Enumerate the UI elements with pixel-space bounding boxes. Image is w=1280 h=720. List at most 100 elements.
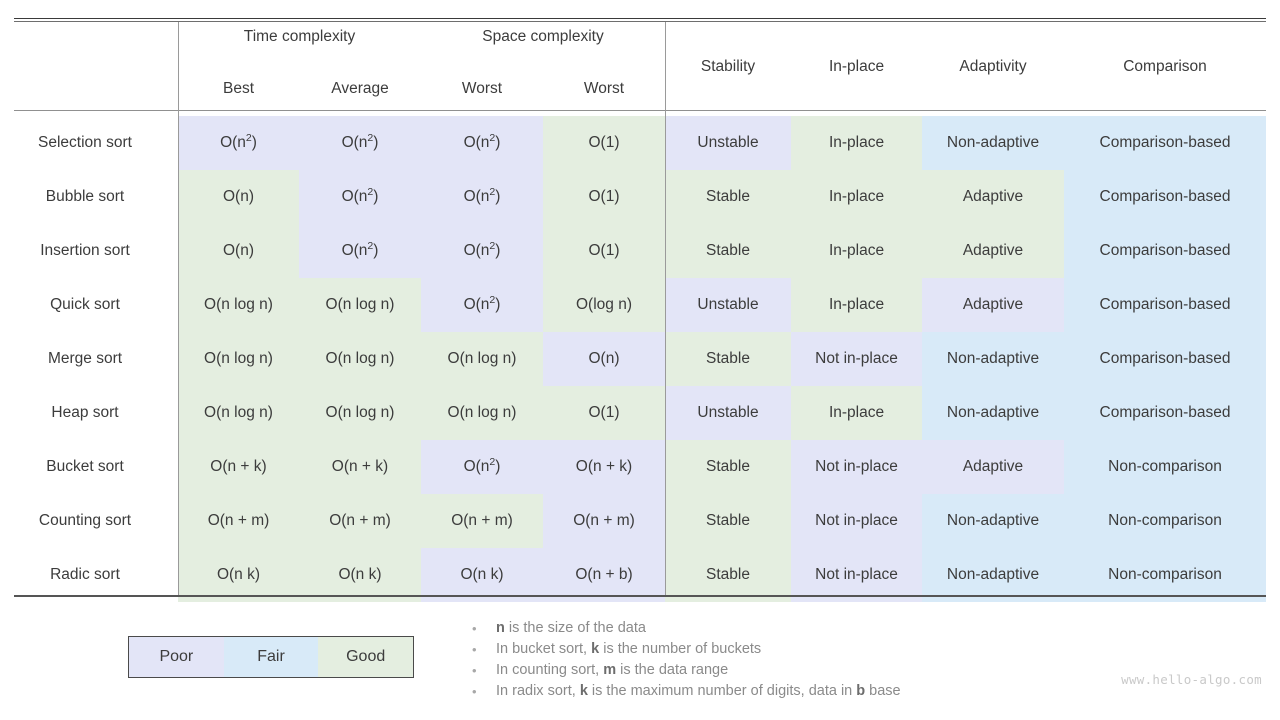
comparison-table: Time complexity Space complexity Stabili… — [14, 18, 1267, 602]
column-header-adaptivity: Adaptivity — [959, 58, 1027, 76]
table-cell: Non-comparison — [1064, 440, 1267, 494]
legend-item-poor: Poor — [129, 637, 224, 677]
footnote-item: •In bucket sort, k is the number of buck… — [466, 639, 1066, 660]
exponent: 2 — [489, 293, 496, 306]
table-cell: O(n) — [543, 332, 666, 386]
table-cell: O(n + k) — [178, 440, 299, 494]
table-cell: O(n + b) — [543, 548, 666, 602]
table-cell: O(1) — [543, 170, 666, 224]
exponent: 2 — [367, 185, 374, 198]
table-cell: O(n k) — [299, 548, 421, 602]
exponent: 2 — [367, 131, 374, 144]
table-cell: Non-adaptive — [922, 548, 1065, 602]
footnote-symbol: k — [579, 683, 588, 699]
table-cell: O(n + m) — [299, 494, 421, 548]
table-cell: Comparison-based — [1064, 116, 1267, 170]
table-cell: O(n log n) — [178, 386, 299, 440]
table-cell: Stable — [665, 440, 792, 494]
footnote-text: In bucket sort, — [496, 641, 592, 657]
row-label-algorithm: Selection sort — [14, 116, 178, 170]
column-header-average: Average — [331, 80, 389, 98]
table-cell: O(n2) — [421, 440, 543, 494]
table-head: Time complexity Space complexity Stabili… — [14, 18, 1266, 116]
table-cell: O(log n) — [543, 278, 666, 332]
table-cell: O(n2) — [421, 170, 543, 224]
footnote-item: •In counting sort, m is the data range — [466, 660, 1066, 681]
table-cell: Unstable — [665, 278, 792, 332]
column-header-in-place: In-place — [828, 58, 885, 76]
table-cell: O(n log n) — [421, 386, 543, 440]
table-cell: Not in-place — [791, 548, 923, 602]
exponent: 2 — [245, 131, 252, 144]
footnote-text: is the size of the data — [504, 620, 646, 636]
table-cell: O(n2) — [178, 116, 299, 170]
table-bottom-rule — [14, 595, 1266, 597]
table-cell: Adaptive — [922, 224, 1065, 278]
table-cell: Adaptive — [922, 278, 1065, 332]
footnote-symbol: k — [591, 641, 600, 657]
table-vertical-divider-left — [178, 22, 179, 595]
table-cell: O(1) — [543, 386, 666, 440]
table-cell: Non-comparison — [1064, 494, 1267, 548]
table-cell: In-place — [791, 116, 923, 170]
table-cell: O(n k) — [421, 548, 543, 602]
footnote-text: is the data range — [616, 662, 729, 678]
table-cell: O(n + m) — [421, 494, 543, 548]
table-cell: O(n log n) — [178, 278, 299, 332]
bullet-icon: • — [472, 621, 477, 636]
exponent: 2 — [489, 455, 496, 468]
row-label-algorithm: Merge sort — [14, 332, 178, 386]
table-cell: Not in-place — [791, 494, 923, 548]
table-cell: O(n2) — [421, 278, 543, 332]
exponent: 2 — [489, 131, 496, 144]
table-cell: Adaptive — [922, 440, 1065, 494]
table-cell: Stable — [665, 224, 792, 278]
footnote-text: is the maximum number of digits, data in — [587, 683, 857, 699]
table-cell: O(1) — [543, 116, 666, 170]
table-cell: O(n + m) — [543, 494, 666, 548]
table-cell: In-place — [791, 386, 923, 440]
site-watermark: www.hello-algo.com — [1121, 672, 1262, 687]
table-top-rule — [14, 18, 1266, 22]
table-cell: Stable — [665, 332, 792, 386]
footnote-symbol: n — [496, 620, 505, 636]
table-cell: Stable — [665, 494, 792, 548]
legend-item-fair: Fair — [223, 637, 319, 677]
table-cell: In-place — [791, 224, 923, 278]
column-header-space-worst: Worst — [583, 80, 625, 98]
footnotes: • n is the size of the data •In bucket sor… — [466, 618, 1066, 702]
exponent: 2 — [367, 239, 374, 252]
table-cell: Non-adaptive — [922, 386, 1065, 440]
table-cell: O(n + k) — [299, 440, 421, 494]
table-cell: O(n + m) — [178, 494, 299, 548]
table-cell: Not in-place — [791, 332, 923, 386]
table-cell: O(n log n) — [421, 332, 543, 386]
table-cell: O(n) — [178, 224, 299, 278]
table-cell: O(n2) — [421, 224, 543, 278]
table-cell: Comparison-based — [1064, 224, 1267, 278]
footnote-text: In counting sort, — [496, 662, 604, 678]
table-cell: Unstable — [665, 386, 792, 440]
column-header-comparison: Comparison — [1123, 58, 1207, 76]
row-label-algorithm: Bucket sort — [14, 440, 178, 494]
table-cell: Unstable — [665, 116, 792, 170]
comparison-table-container: Time complexity Space complexity Stabili… — [14, 18, 1267, 602]
table-cell: O(1) — [543, 224, 666, 278]
footnote-symbol: b — [856, 683, 866, 699]
table-cell: O(n log n) — [299, 278, 421, 332]
table-cell: Adaptive — [922, 170, 1065, 224]
table-cell: O(n log n) — [299, 386, 421, 440]
column-header-best: Best — [222, 80, 254, 98]
table-cell: O(n2) — [299, 224, 421, 278]
footnote-symbol: m — [603, 662, 617, 678]
table-cell: Comparison-based — [1064, 332, 1267, 386]
column-header-stability: Stability — [700, 58, 756, 76]
